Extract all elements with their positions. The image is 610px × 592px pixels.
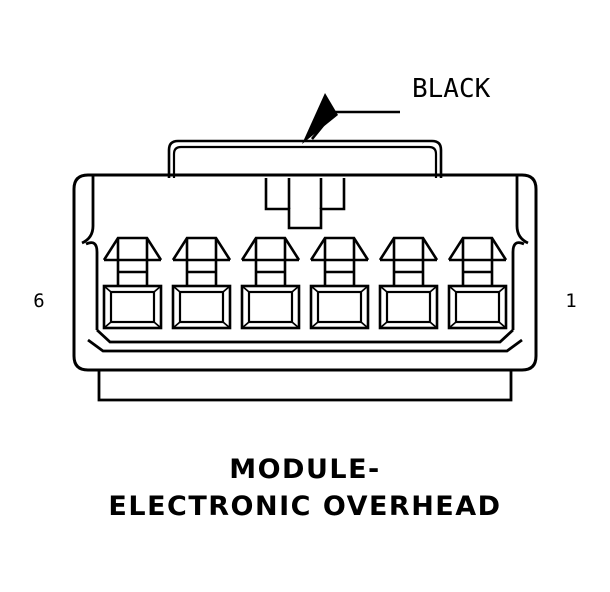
cavity-3-inner-window — [316, 290, 363, 324]
cavity-1-flare — [447, 236, 508, 261]
center-tab-outline — [264, 178, 346, 230]
cavity-1-outer-window — [447, 284, 508, 330]
pin-label-right-1: 1 — [565, 290, 576, 312]
cavity-5-inner-window — [178, 290, 225, 324]
callout-label-black: BLACK — [412, 74, 491, 104]
inner-shell-left-wall — [81, 175, 95, 245]
cavity-5-bevel-bl — [172, 321, 181, 329]
cavity-1-bevel-bl — [448, 321, 457, 329]
cavity-1-inner-window — [454, 290, 501, 324]
cavity-6-bevel-tl — [103, 285, 112, 293]
top-latch-outer-outline — [167, 139, 443, 178]
cavity-5-outer-window — [171, 284, 232, 330]
cavity-4-bevel-tr — [291, 285, 300, 293]
lower-body-outline — [97, 370, 513, 402]
cavity-2-bevel-tl — [379, 285, 388, 293]
inner-shell-left-inner-wall — [85, 241, 99, 330]
cavity-2-bevel-bl — [379, 321, 388, 329]
diagram-caption: MODULE- ELECTRONIC OVERHEAD — [108, 454, 501, 522]
cavity-2-outer-window — [378, 284, 439, 330]
cavity-1-bevel-tr — [498, 285, 507, 293]
outer-shell-outline — [72, 173, 538, 372]
inner-shell-right-wall — [515, 175, 529, 245]
cavity-3-bevel-bl — [310, 321, 319, 329]
cavity-5-bevel-tl — [172, 285, 181, 293]
inner-shell-bottom-bevel — [96, 328, 514, 344]
cavity-pin-3[interactable] — [309, 236, 370, 330]
cavity-6-bevel-bl — [103, 321, 112, 329]
cavity-5-bevel-tr — [222, 285, 231, 293]
cavity-2-inner-window — [385, 290, 432, 324]
cavity-4-bevel-tl — [241, 285, 250, 293]
cavity-6-outer-window — [102, 284, 163, 330]
cavity-4-outer-window — [240, 284, 301, 330]
cavity-pin-5[interactable] — [171, 236, 232, 330]
cavity-3-outer-window — [309, 284, 370, 330]
connector-lower-body — [97, 370, 513, 402]
cavity-1-bevel-tl — [448, 285, 457, 293]
cavity-6-flare — [102, 236, 163, 261]
connector-outer-shell — [72, 173, 538, 372]
top-latch-inner-outline — [172, 145, 438, 178]
cavity-pin-4[interactable] — [240, 236, 301, 330]
cavity-2-flare — [378, 236, 439, 261]
cavity-4-bevel-bl — [241, 321, 250, 329]
cavity-4-bevel-br — [291, 321, 300, 329]
cavity-3-bevel-tr — [360, 285, 369, 293]
cavity-pin-6[interactable] — [102, 236, 163, 330]
connector-inner-shell — [81, 173, 529, 353]
connector-center-tab — [264, 178, 346, 230]
cavity-pin-2[interactable] — [378, 236, 439, 330]
cavity-3-bevel-tl — [310, 285, 319, 293]
cavity-6-bevel-br — [153, 321, 162, 329]
cavity-2-bevel-tr — [429, 285, 438, 293]
callout-black: BLACK — [302, 74, 491, 144]
cavity-6-bevel-tr — [153, 285, 162, 293]
caption-line-2: ELECTRONIC OVERHEAD — [108, 491, 501, 522]
pin-label-left-6: 6 — [33, 290, 44, 312]
inner-shell-bottom-lip — [87, 338, 523, 353]
inner-shell-right-inner-wall — [511, 241, 525, 330]
cavity-4-inner-window — [247, 290, 294, 324]
callout-arrowhead-icon — [302, 93, 338, 144]
cavity-3-bevel-br — [360, 321, 369, 329]
cavity-pin-1[interactable] — [447, 236, 508, 330]
cavity-4-flare — [240, 236, 301, 261]
cavity-3-flare — [309, 236, 370, 261]
connector-top-latch — [167, 139, 443, 178]
cavity-2-bevel-br — [429, 321, 438, 329]
cavity-6-inner-window — [109, 290, 156, 324]
cavity-5-flare — [171, 236, 232, 261]
cavity-5-bevel-br — [222, 321, 231, 329]
caption-line-1: MODULE- — [229, 454, 381, 485]
cavity-1-bevel-br — [498, 321, 507, 329]
